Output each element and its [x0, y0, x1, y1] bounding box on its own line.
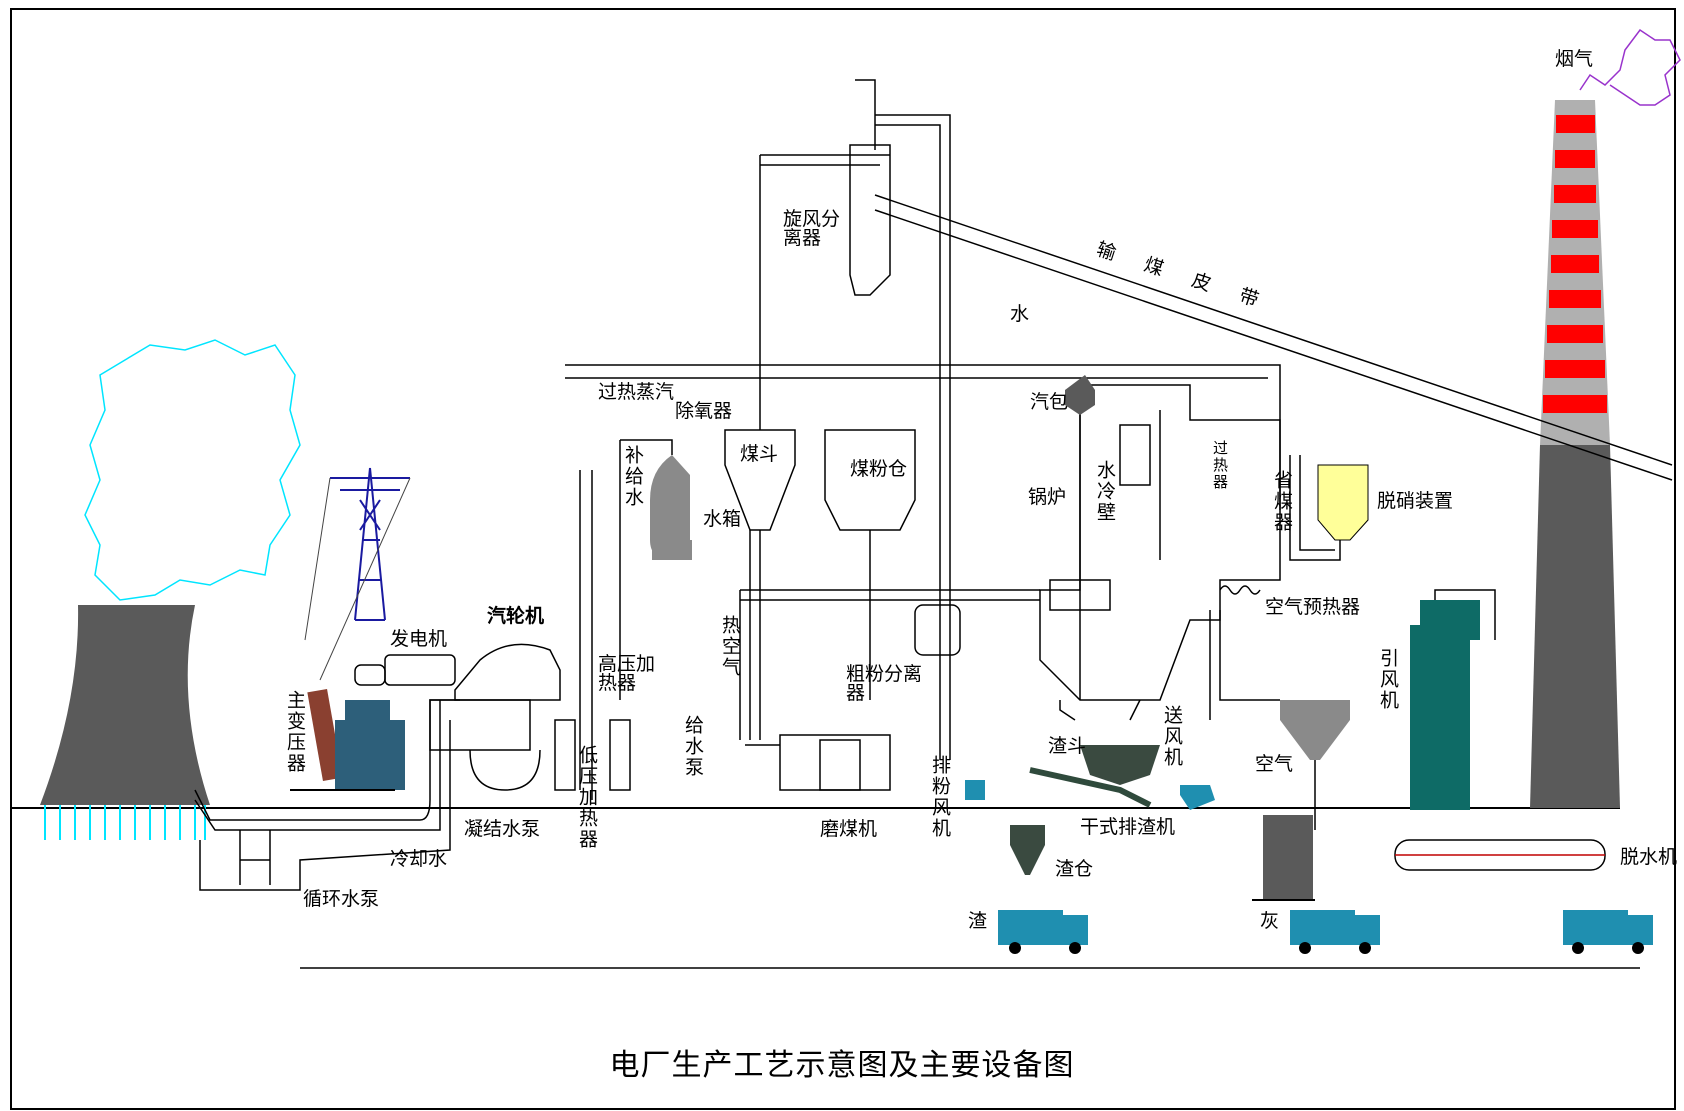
drum — [1065, 375, 1095, 415]
label-boiler: 锅炉 — [1028, 486, 1067, 508]
label-generator: 发电机 — [390, 628, 448, 650]
label-ash: 灰 — [1260, 910, 1280, 932]
chimney — [1530, 28, 1681, 808]
label-cooling-water: 冷却水 — [390, 848, 448, 870]
steam-cloud — [84, 339, 301, 601]
label-circ-pump: 循环水泵 — [303, 888, 380, 910]
label-main-transformer: 主变压器 — [284, 690, 306, 774]
air-preheater — [1209, 585, 1280, 720]
label-exhaust-fan: 排粉风机 — [929, 755, 951, 839]
coarse-separator — [739, 589, 1040, 740]
coal-conveyor — [874, 194, 1673, 481]
label-water-tank: 水箱 — [703, 508, 742, 530]
truck-ash — [1290, 910, 1380, 954]
forced-fan — [1180, 785, 1215, 810]
label-condensate-pump: 凝结水泵 — [464, 818, 541, 840]
slag-equipment — [1010, 745, 1160, 875]
label-dewater: 脱水机 — [1620, 846, 1678, 868]
label-slag: 渣 — [968, 910, 988, 932]
precipitator — [1280, 700, 1350, 830]
label-coal-hopper: 煤斗 — [740, 443, 779, 465]
label-superheater: 过热器 — [1211, 440, 1229, 491]
page-title: 电厂生产工艺示意图及主要设备图 — [609, 1048, 1075, 1083]
label-water-wall: 水冷壁 — [1094, 460, 1116, 523]
label-smoke: 烟气 — [1555, 48, 1594, 70]
label-economizer: 省煤器 — [1271, 470, 1293, 533]
exhaust-fan — [965, 780, 985, 800]
smoke-cloud — [1579, 28, 1681, 106]
label-deaerator: 除氧器 — [675, 400, 733, 422]
truck-slag — [998, 910, 1088, 954]
label-coal-mill: 磨煤机 — [820, 818, 878, 840]
label-air: 空气 — [1255, 753, 1294, 775]
label-cyclone: 旋风分离器 — [783, 208, 841, 249]
label-makeup-water: 补给水 — [622, 445, 644, 508]
denitrification-device — [1289, 455, 1369, 561]
label-coarse-separator: 粗粉分离器 — [846, 663, 923, 704]
label-forced-fan: 送风机 — [1161, 705, 1183, 768]
label-denitrification: 脱硝装置 — [1377, 490, 1454, 512]
label-pc-bin: 煤粉仓 — [850, 458, 908, 480]
label-slag-bin: 渣仓 — [1055, 858, 1094, 880]
label-hot-air: 热空气 — [719, 615, 741, 678]
label-feed-pump: 给水泵 — [682, 715, 704, 778]
coal-mill — [745, 734, 891, 791]
label-dry-slag: 干式排渣机 — [1080, 816, 1176, 838]
frame-border — [10, 8, 1676, 1110]
dewatering-machine — [1394, 839, 1606, 871]
label-turbine: 汽轮机 — [487, 605, 545, 627]
water-pipes — [194, 364, 1281, 891]
label-superheated-steam: 过热蒸汽 — [598, 381, 675, 403]
coal-hopper — [724, 429, 796, 740]
power-pylon — [304, 467, 411, 681]
label-water: 水 — [1010, 303, 1030, 325]
main-transformer — [290, 688, 405, 791]
pulverized-coal-bin — [824, 429, 916, 700]
boiler — [1039, 384, 1281, 721]
truck-dewater — [1563, 910, 1653, 954]
label-lp-heater: 低压加热器 — [576, 745, 598, 850]
scrubber-tower — [1410, 589, 1496, 810]
deaerator — [619, 439, 692, 700]
ash-silo — [1252, 815, 1315, 901]
label-air-preheater: 空气预热器 — [1265, 596, 1361, 618]
label-slag-hopper: 渣斗 — [1048, 735, 1087, 757]
label-induced-fan: 引风机 — [1377, 648, 1399, 711]
cooling-tower — [40, 339, 301, 840]
label-drum: 汽包 — [1030, 391, 1069, 413]
cyclone-separator — [759, 79, 951, 760]
label-hp-heater: 高压加热器 — [598, 653, 656, 694]
